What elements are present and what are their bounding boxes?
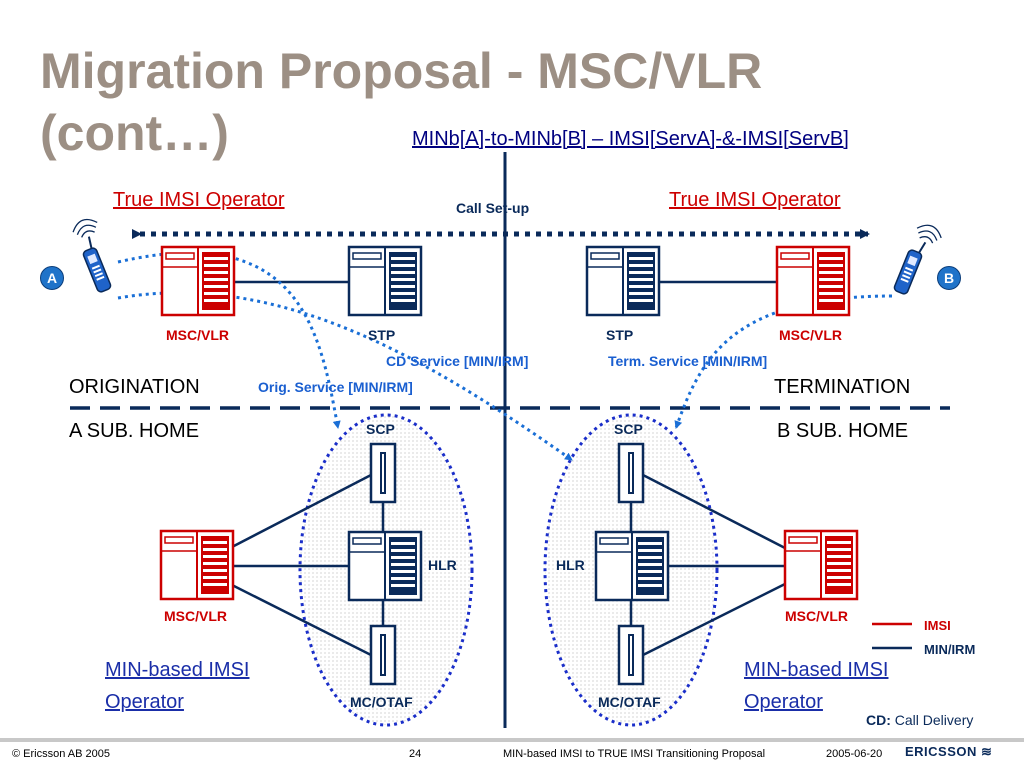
footer-divider xyxy=(0,738,1024,742)
msc-vlr-top-left-icon xyxy=(160,245,236,317)
scp-left-icon xyxy=(369,442,397,504)
min-based-operator-right-line2: Operator xyxy=(744,691,823,713)
link-msc-mcotaf-left xyxy=(229,582,372,657)
link-msc-scp-right xyxy=(642,473,786,550)
ericsson-logo: ERICSSON ≋ xyxy=(905,744,992,760)
stp-left-icon xyxy=(347,245,423,317)
cd-service-label: CD Service [MIN/IRM] xyxy=(386,353,529,369)
msc-vlr-bottom-left-icon xyxy=(159,529,235,601)
ericsson-mark-icon: ≋ xyxy=(981,744,993,759)
footer-doc-title: MIN-based IMSI to TRUE IMSI Transitionin… xyxy=(503,748,766,760)
true-imsi-operator-right: True IMSI Operator xyxy=(669,189,841,211)
mobile-phone-a-icon xyxy=(69,214,123,295)
scp-left-label: SCP xyxy=(366,421,395,437)
legend-cd-key: CD: xyxy=(866,712,891,728)
b-sub-home-label: B SUB. HOME xyxy=(777,420,909,442)
min-based-operator-left-line2: Operator xyxy=(105,691,184,713)
min-based-operator-left-line1: MIN-based IMSI xyxy=(105,659,250,681)
legend-cd: CD: Call Delivery xyxy=(866,712,973,728)
msc-vlr-bottom-right-label: MSC/VLR xyxy=(785,608,848,624)
page-title: Migration Proposal - MSC/VLR (cont…) xyxy=(40,43,763,161)
legend-min-irm-label: MIN/IRM xyxy=(924,642,976,657)
hlr-right-icon xyxy=(594,530,670,602)
msc-vlr-bottom-left-label: MSC/VLR xyxy=(164,608,227,624)
subscriber-a-badge: A xyxy=(40,266,64,290)
legend-cd-value: Call Delivery xyxy=(894,712,974,728)
msc-vlr-bottom-right-icon xyxy=(783,529,859,601)
subscriber-b-badge: B xyxy=(937,266,961,290)
true-imsi-operator-left: True IMSI Operator xyxy=(113,189,285,211)
footer-date: 2005-06-20 xyxy=(826,748,883,760)
mobile-phone-b-icon xyxy=(891,220,945,301)
hlr-left-icon xyxy=(347,530,423,602)
hlr-right-label: HLR xyxy=(556,557,585,573)
mcotaf-left-label: MC/OTAF xyxy=(350,694,413,710)
page-subtitle: MINb[A]-to-MINb[B] – IMSI[ServA]-&-IMSI[… xyxy=(412,128,849,150)
footer-page-number: 24 xyxy=(409,748,422,760)
mcotaf-right-icon xyxy=(617,624,645,686)
msc-vlr-top-right-icon xyxy=(775,245,851,317)
stp-right-icon xyxy=(585,245,661,317)
stp-right-label: STP xyxy=(606,327,634,343)
term-service-label: Term. Service [MIN/IRM] xyxy=(608,353,768,369)
origination-label: ORIGINATION xyxy=(69,376,200,398)
ericsson-brand: ERICSSON xyxy=(905,744,977,759)
legend-imsi-label: IMSI xyxy=(924,618,951,633)
min-based-operator-left: MIN-based IMSI Operator xyxy=(105,654,249,718)
mcotaf-left-icon xyxy=(369,624,397,686)
orig-service-label: Orig. Service [MIN/IRM] xyxy=(258,379,413,395)
termination-label: TERMINATION xyxy=(774,376,911,398)
mcotaf-right-label: MC/OTAF xyxy=(598,694,661,710)
call-setup-label: Call Set-up xyxy=(456,200,530,216)
footer-copyright: © Ericsson AB 2005 xyxy=(12,748,110,760)
scp-right-icon xyxy=(617,442,645,504)
min-based-operator-right-line1: MIN-based IMSI xyxy=(744,659,889,681)
a-sub-home-label: A SUB. HOME xyxy=(69,420,200,442)
min-based-operator-right: MIN-based IMSI Operator xyxy=(744,654,888,718)
stp-left-label: STP xyxy=(368,327,396,343)
hlr-left-label: HLR xyxy=(428,557,457,573)
msc-vlr-top-left-label: MSC/VLR xyxy=(166,327,229,343)
scp-right-label: SCP xyxy=(614,421,643,437)
msc-vlr-top-right-label: MSC/VLR xyxy=(779,327,842,343)
cd-service-flow xyxy=(117,291,573,462)
link-msc-scp-left xyxy=(229,473,372,550)
link-msc-mcotaf-right xyxy=(642,582,786,657)
